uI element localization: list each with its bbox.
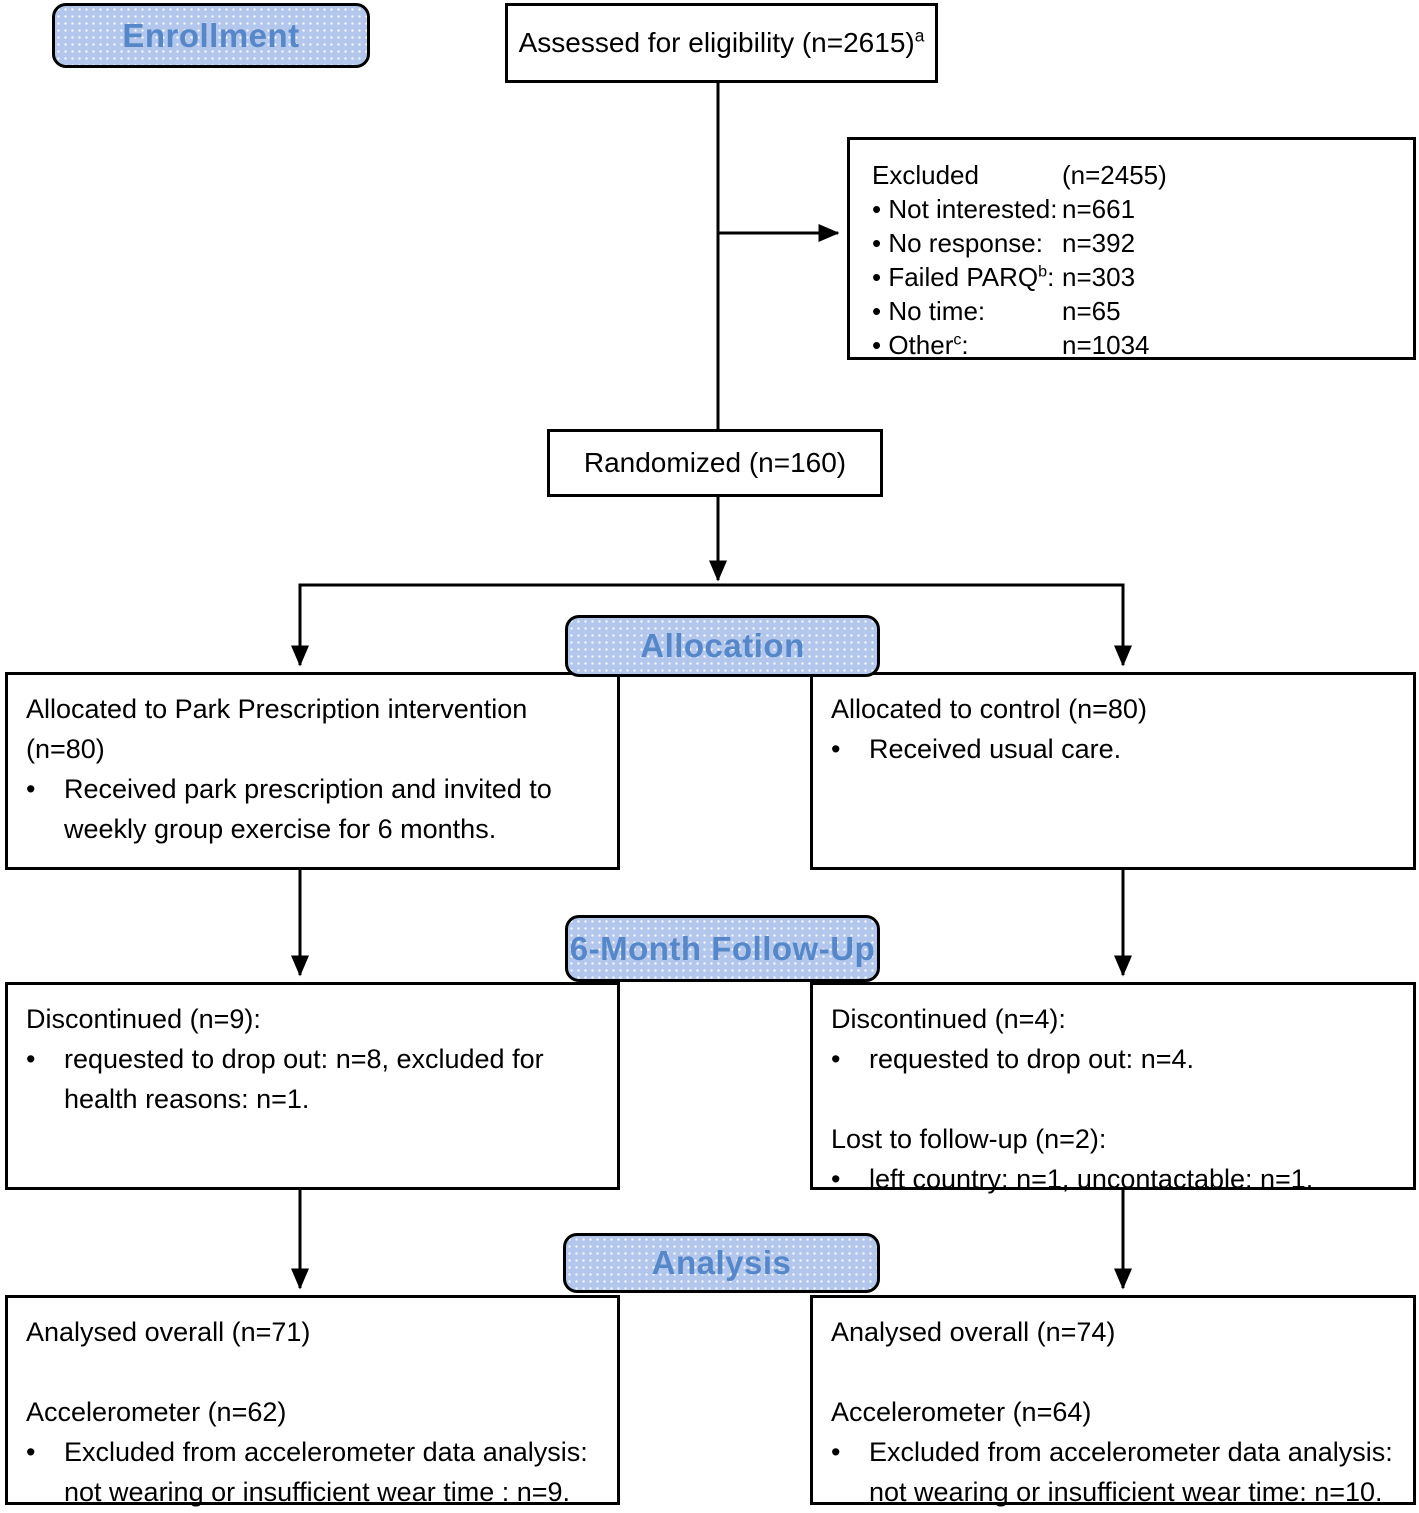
excluded-reason-value: n=392 [1062,228,1136,258]
bullet-marker: • [831,734,841,764]
alloc-control-title: Allocated to control (n=80) [831,694,1147,724]
enrollment-stage-label: Enrollment [52,3,370,68]
fu-intervention-bullet: requested to drop out: n=8, excluded for… [64,1044,544,1114]
bullet-marker: • [831,1164,841,1194]
excluded-box: Excluded (n=2455) • Not interested: n=66… [847,137,1416,360]
analysis-intervention-accel-bullet: Excluded from accelerometer data analysi… [64,1437,588,1507]
alloc-intervention-bullet: Received park prescription and invited t… [64,774,552,844]
fu-control-box: Discontinued (n=4): • requested to drop … [810,982,1416,1194]
list-item: • Received park prescription and invited… [26,769,607,849]
enrollment-stage-text: Enrollment [122,16,300,54]
alloc-control-bullet: Received usual care. [869,734,1122,764]
list-item: • requested to drop out: n=8, excluded f… [26,1039,607,1119]
list-item: • Excluded from accelerometer data analy… [26,1432,607,1512]
footnote-c: c [953,330,962,349]
excluded-reason-value: n=303 [1062,262,1136,292]
analysis-intervention-box: Analysed overall (n=71) Accelerometer (n… [5,1295,620,1507]
fu-control-discontinued-title: Discontinued (n=4): [831,1004,1066,1034]
analysis-control-box: Analysed overall (n=74) Accelerometer (n… [810,1295,1416,1507]
allocation-stage-text: Allocation [640,627,805,664]
bullet-marker: • [831,1437,841,1467]
excluded-title: Excluded [872,160,979,190]
analysis-control-accel-bullet: Excluded from accelerometer data analysi… [869,1437,1393,1507]
excluded-reason-label: • Failed PARQb: [872,262,1055,292]
list-item: • left country: n=1, uncontactable: n=1. [831,1159,1403,1199]
allocation-stage-label: Allocation [565,615,880,677]
fu-control-discontinued-bullet: requested to drop out: n=4. [869,1044,1194,1074]
fu-intervention-title: Discontinued (n=9): [26,1004,261,1034]
alloc-intervention-title: Allocated to Park Prescription intervent… [26,694,528,764]
list-item: • requested to drop out: n=4. [831,1039,1403,1079]
analysis-stage-label: Analysis [563,1233,880,1293]
footnote-a: a [914,25,925,46]
list-item: • Received usual care. [831,729,1403,769]
assessed-text: Assessed for eligibility (n=2615)a [518,25,925,59]
alloc-control-box: Allocated to control (n=80) • Received u… [810,672,1416,870]
excluded-reason-value: n=661 [1062,194,1136,224]
footnote-b: b [1038,262,1048,281]
randomized-box: Randomized (n=160) [547,429,883,497]
bullet-marker: • [831,1044,841,1074]
excluded-reason-label: • Otherc: [872,330,969,360]
analysis-intervention-accel-title: Accelerometer (n=62) [26,1397,287,1427]
excluded-reason-value: n=1034 [1062,330,1150,360]
alloc-intervention-box: Allocated to Park Prescription intervent… [5,672,620,870]
followup-stage-text: 6-Month Follow-Up [569,929,876,967]
excluded-reason-label: • No time: [872,296,986,326]
excluded-reason-value: n=65 [1062,296,1121,326]
excluded-reason-label: • No response: [872,228,1043,258]
followup-stage-label: 6-Month Follow-Up [565,915,880,982]
analysis-control-accel-title: Accelerometer (n=64) [831,1397,1092,1427]
fu-control-lost-title: Lost to follow-up (n=2): [831,1124,1107,1154]
analysis-control-overall: Analysed overall (n=74) [831,1317,1116,1347]
excluded-reason-label: • Not interested: [872,194,1058,224]
analysis-stage-text: Analysis [651,1244,792,1281]
randomized-text: Randomized (n=160) [583,447,847,479]
list-item: • Excluded from accelerometer data analy… [831,1432,1403,1512]
analysis-intervention-overall: Analysed overall (n=71) [26,1317,311,1347]
assessed-box: Assessed for eligibility (n=2615)a [505,3,938,83]
bullet-marker: • [26,1437,36,1467]
bullet-marker: • [26,774,36,804]
fu-intervention-box: Discontinued (n=9): • requested to drop … [5,982,620,1190]
bullet-marker: • [26,1044,36,1074]
fu-control-lost-bullet: left country: n=1, uncontactable: n=1. [869,1164,1314,1194]
excluded-list: Excluded (n=2455) • Not interested: n=66… [872,158,1405,362]
excluded-total: (n=2455) [1062,160,1167,190]
